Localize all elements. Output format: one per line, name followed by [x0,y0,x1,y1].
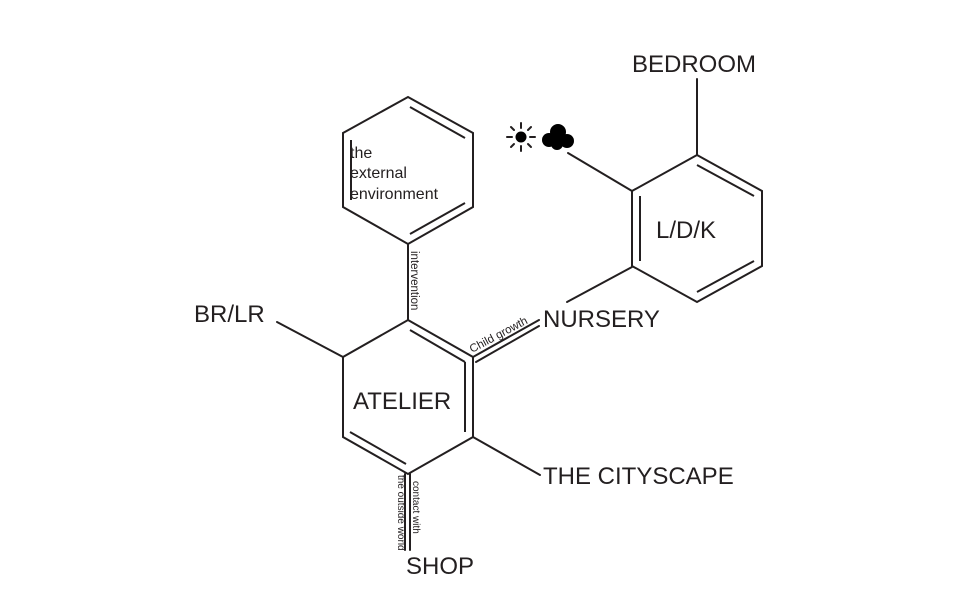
child-growth-bond [472,319,540,363]
sun-icon [506,122,536,152]
cloud-icon [542,124,574,150]
ldk-label: L/D/K [656,217,716,244]
atelier-label: ATELIER [353,388,451,415]
external-environment-label-1: the [350,145,372,162]
nursery-label: NURSERY [543,306,660,333]
nursery-ldk-bond [566,266,633,303]
brlr-label: BR/LR [194,301,265,328]
contact-label-1: contact with [410,481,421,534]
bedroom-label: BEDROOM [632,51,756,78]
cityscape-bond [472,436,541,476]
weather-bond [567,152,633,192]
brlr-bond [276,321,344,358]
shop-bond [404,473,411,551]
external-environment-label-3: environment [350,186,439,203]
contact-label-2: the outside world [395,475,406,551]
cityscape-label: THE CITYSCAPE [543,463,734,490]
external-environment-label-2: external [350,165,407,182]
intervention-label: intervention [408,251,420,310]
shop-label: SHOP [406,553,474,580]
